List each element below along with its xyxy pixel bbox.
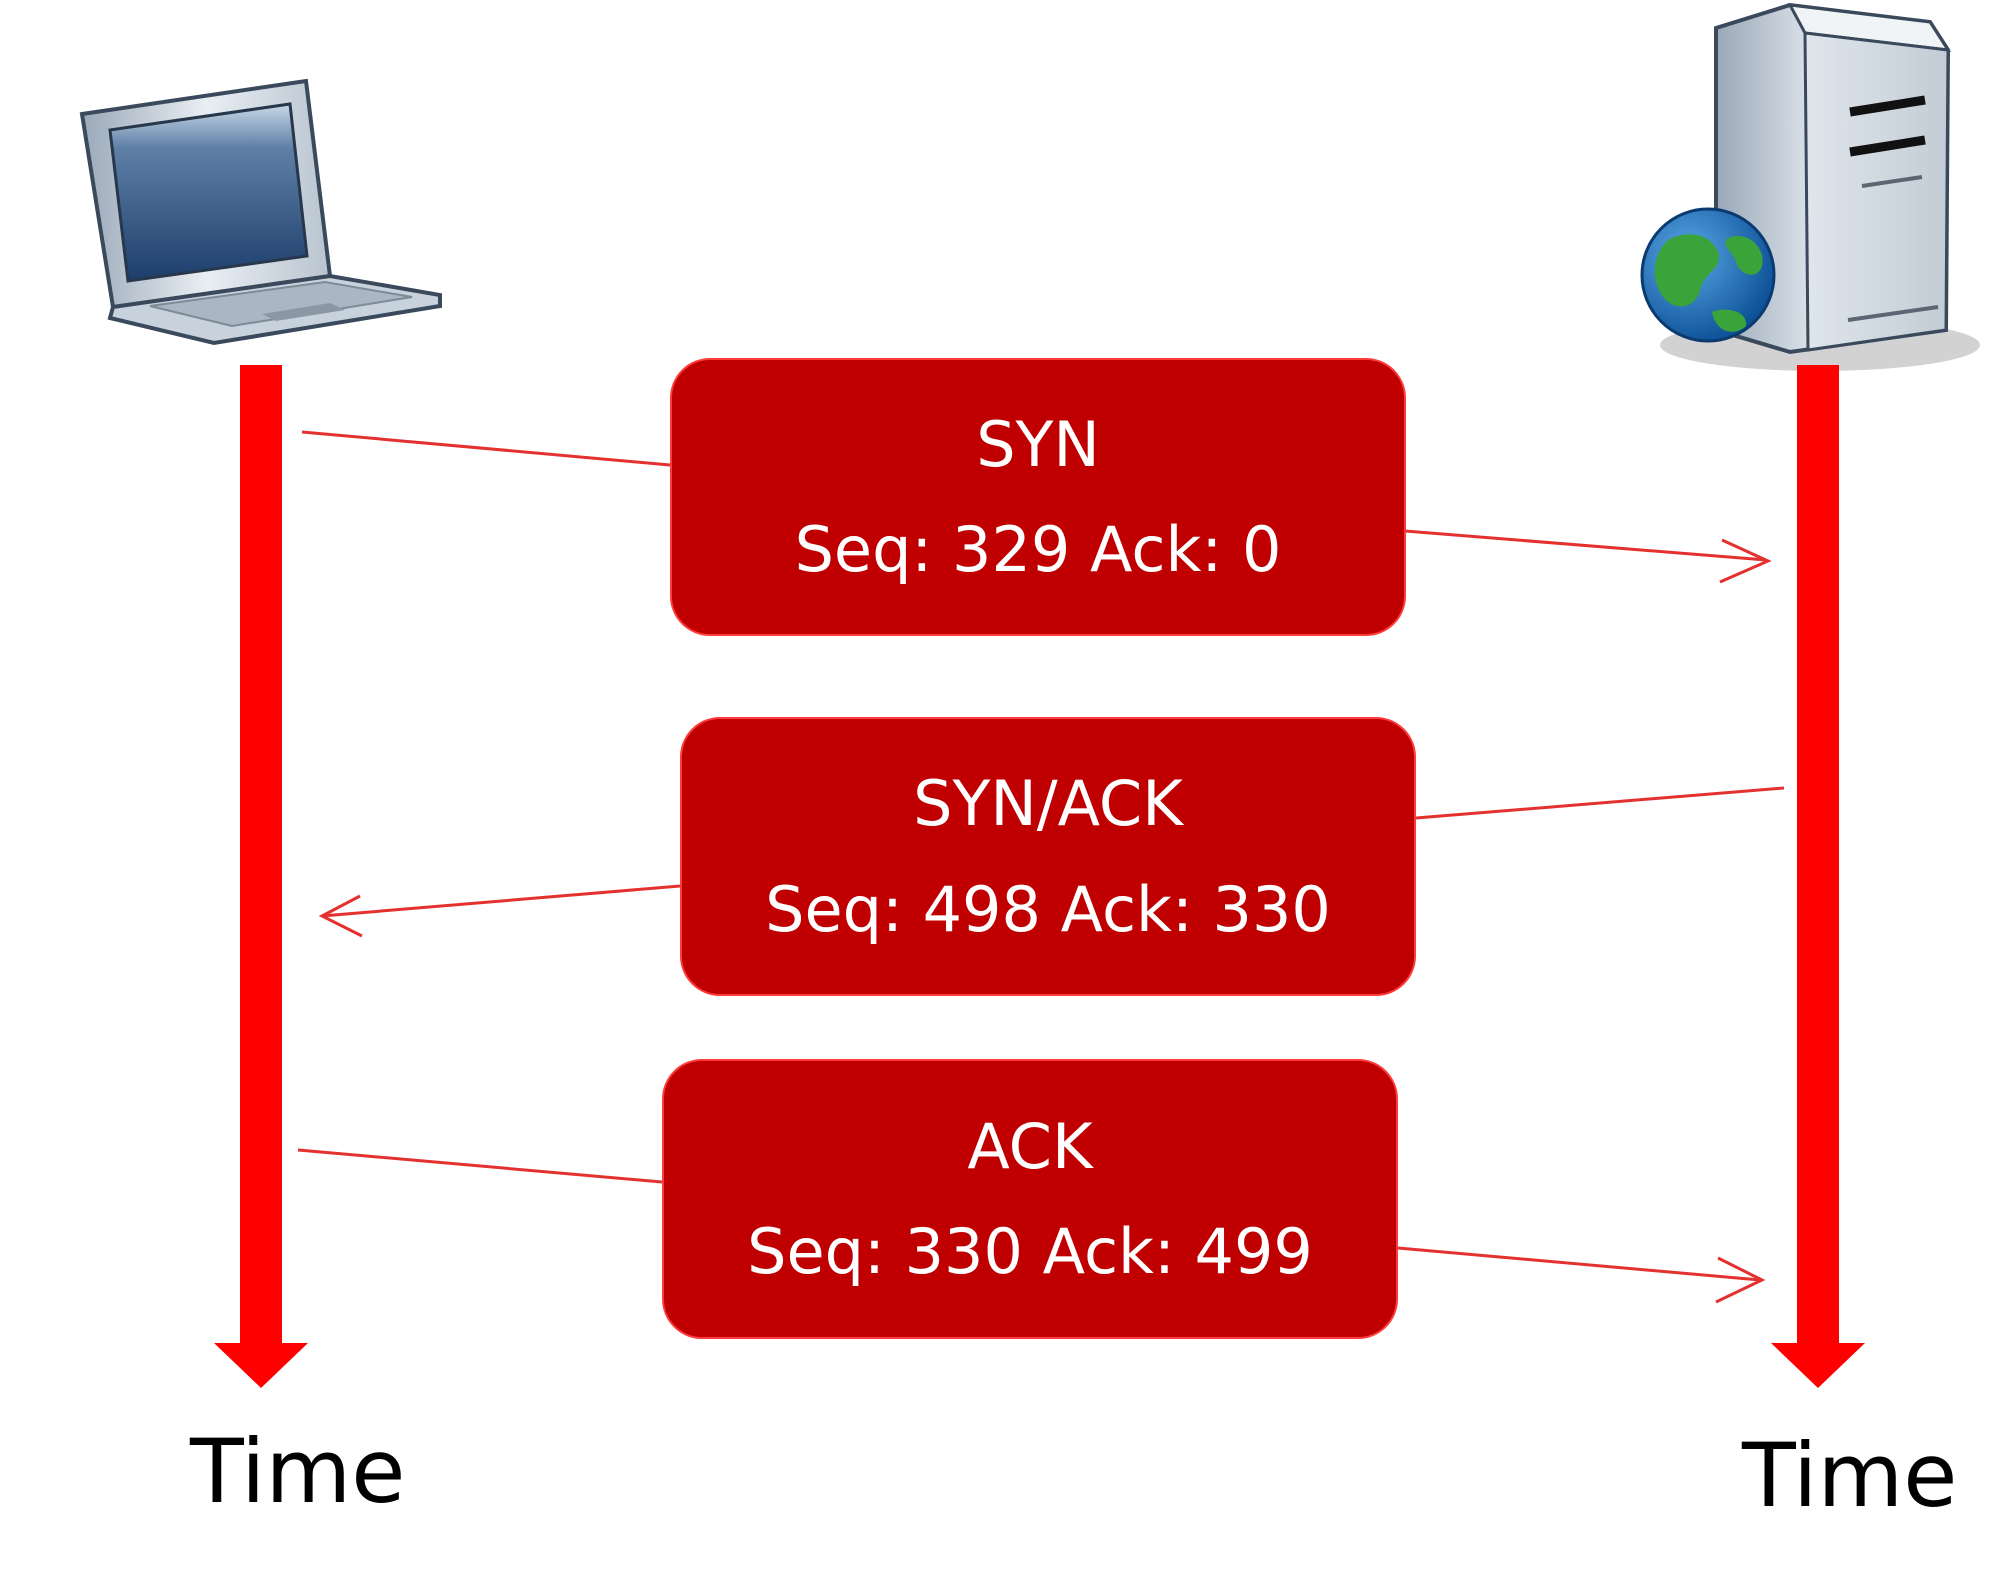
ack-message-arrow (297, 1148, 1766, 1304)
server-time-label: Time (1742, 1424, 1958, 1527)
message-detail: Seq: 330 Ack: 499 (747, 1215, 1313, 1288)
message-detail: Seq: 329 Ack: 0 (794, 513, 1282, 586)
message-name: ACK (967, 1109, 1093, 1183)
web-server-icon (1640, 2, 1980, 371)
client-time-label: Time (190, 1420, 406, 1523)
message-name: SYN/ACK (913, 767, 1183, 841)
syn-message-box: SYN Seq: 329 Ack: 0 (670, 358, 1406, 636)
ack-message-box: ACK Seq: 330 Ack: 499 (662, 1059, 1398, 1339)
message-detail: Seq: 498 Ack: 330 (765, 872, 1331, 946)
syn-ack-message-box: SYN/ACK Seq: 498 Ack: 330 (680, 717, 1416, 996)
syn-message-arrow (301, 430, 1772, 584)
message-name: SYN (976, 407, 1100, 481)
laptop-icon (79, 78, 442, 346)
server-timeline (1771, 365, 1865, 1388)
client-timeline (214, 365, 308, 1388)
syn-ack-message-arrow (318, 786, 1785, 938)
